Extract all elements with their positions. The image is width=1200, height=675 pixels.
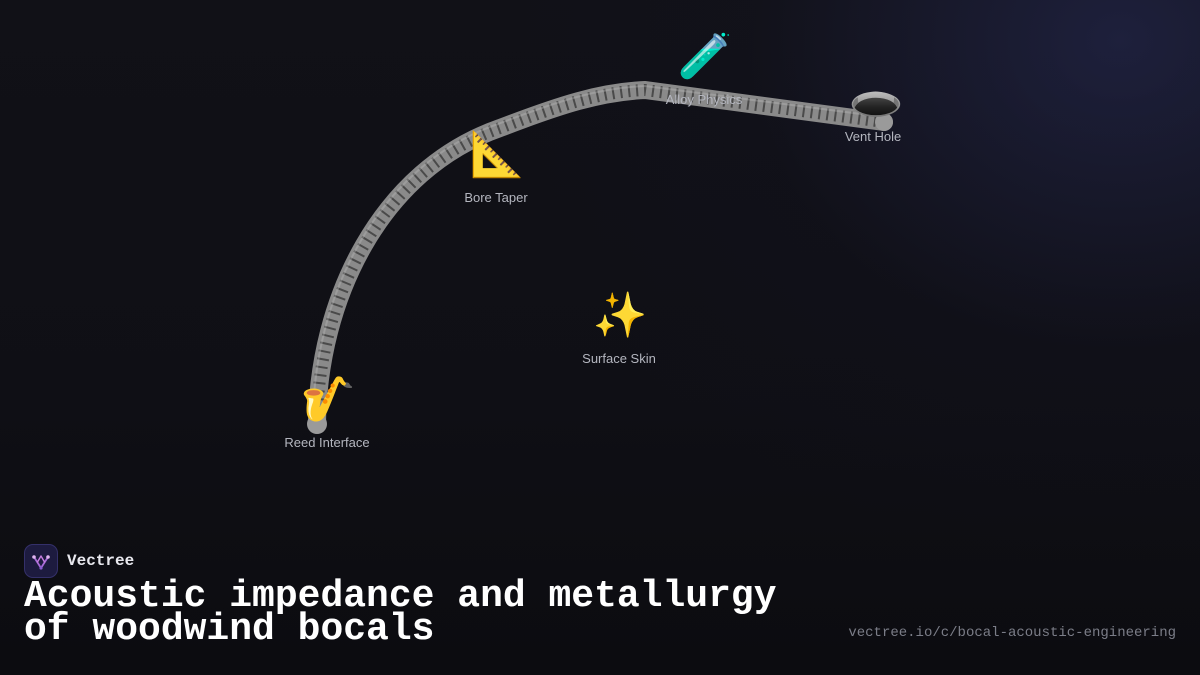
brand: Vectree	[24, 544, 134, 578]
reed-end-cap	[307, 414, 327, 434]
page-title: Acoustic impedance and metallurgy of woo…	[24, 575, 777, 651]
saxophone-icon: 🎷	[300, 374, 356, 425]
vent-end-cap	[875, 113, 893, 131]
triangular-ruler-icon: 📐	[469, 129, 525, 180]
node-label-reed-interface: Reed Interface	[284, 435, 370, 450]
node-label-bore-taper: Bore Taper	[464, 190, 528, 205]
hole-icon: 🕳️	[848, 72, 904, 123]
brand-name: Vectree	[67, 552, 135, 570]
bocal-tube-highlight	[312, 84, 885, 421]
branching-tree-icon	[24, 544, 58, 578]
sparkles-icon: ✨	[592, 290, 648, 341]
bocal-tube	[308, 80, 893, 433]
bocal-tube-ridges	[311, 83, 885, 425]
node-label-vent-hole: Vent Hole	[844, 129, 902, 144]
source-url[interactable]: vectree.io/c/bocal-acoustic-engineering	[848, 625, 1176, 641]
test-tube-icon: 🧪	[677, 31, 733, 82]
node-label-alloy-physics: Alloy Physics	[665, 92, 743, 107]
node-label-surface-skin: Surface Skin	[582, 351, 656, 366]
